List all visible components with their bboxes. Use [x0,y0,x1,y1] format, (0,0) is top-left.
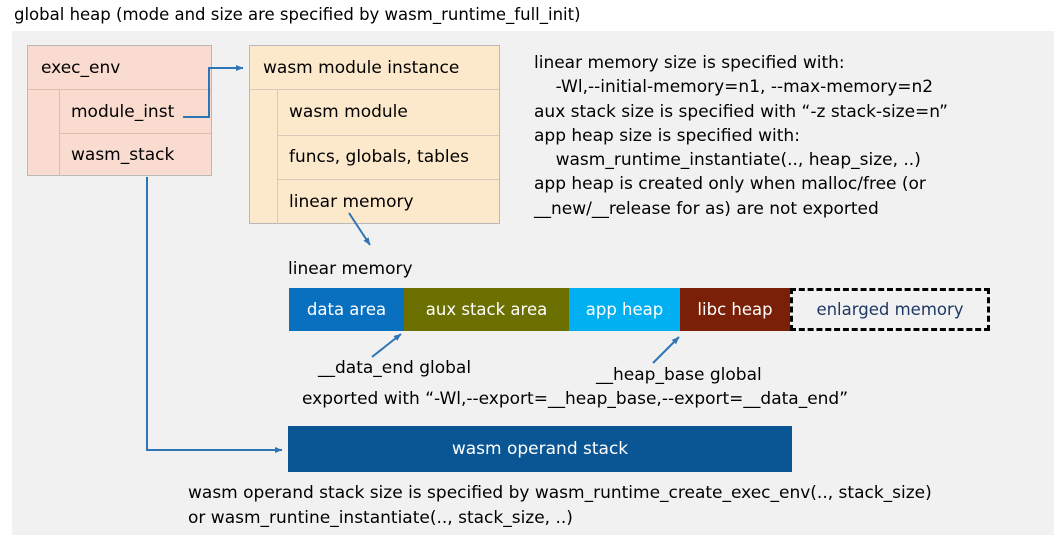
page-title: global heap (mode and size are specified… [14,5,581,24]
heap-base-global-label: __heap_base global [596,365,762,385]
wasm-module-instance-fields: wasm module funcs, globals, tables linea… [278,90,499,224]
memory-segment-data-area: data area [289,288,404,331]
linear-memory-caption: linear memory [288,259,413,279]
wasm-module-instance-body: wasm module funcs, globals, tables linea… [250,90,499,224]
wasm-module-instance-box: wasm module instance wasm module funcs, … [249,45,500,224]
note-line-2: aux stack size is specified with “-z sta… [534,101,948,122]
exec-env-box: exec_env module_inst wasm_stack [27,45,212,176]
exported-globals-note: exported with “-Wl,--export=__heap_base,… [302,389,849,409]
memory-segment-enlarged-memory: enlarged memory [790,288,990,331]
note-line-6: __new/__release for as) are not exported [534,198,879,219]
operand-stack-note: wasm operand stack size is specified by … [188,481,932,531]
memory-segment-app-heap: app heap [569,288,680,331]
memory-segment-libc-heap: libc heap [680,288,790,331]
wasm-module-instance-gutter [250,90,278,224]
note-line-1: -Wl,--initial-memory=n1, --max-memory=n2 [534,77,934,98]
note-line-4: wasm_runtime_instantiate(.., heap_size, … [534,150,921,171]
exec-env-field-module-inst: module_inst [71,101,175,122]
note-line-3: app heap size is specified with: [534,125,800,146]
module-field-linear-memory: linear memory [278,179,499,224]
exec-env-body: module_inst wasm_stack [28,90,211,176]
bottom-note-line-0: wasm operand stack size is specified by … [188,483,932,503]
data-end-global-label: __data_end global [318,358,472,378]
exec-env-fields: module_inst wasm_stack [60,90,211,176]
module-field-wasm-module: wasm module [289,102,408,123]
note-line-5: app heap is created only when malloc/fre… [534,174,926,195]
exec-env-field-wasm-stack: wasm_stack [60,133,211,176]
bottom-note-line-1: or wasm_runtine_instantiate(.., stack_si… [188,508,573,528]
linear-memory-notes: linear memory size is specified with: -W… [534,51,948,221]
exec-env-header: exec_env [28,46,211,90]
wasm-operand-stack-box: wasm operand stack [288,426,792,472]
module-field-funcs-globals-tables: funcs, globals, tables [278,134,499,180]
memory-segment-aux-stack-area: aux stack area [404,288,569,331]
wasm-module-instance-header: wasm module instance [250,46,499,90]
exec-env-gutter [28,90,60,176]
note-line-0: linear memory size is specified with: [534,53,845,73]
